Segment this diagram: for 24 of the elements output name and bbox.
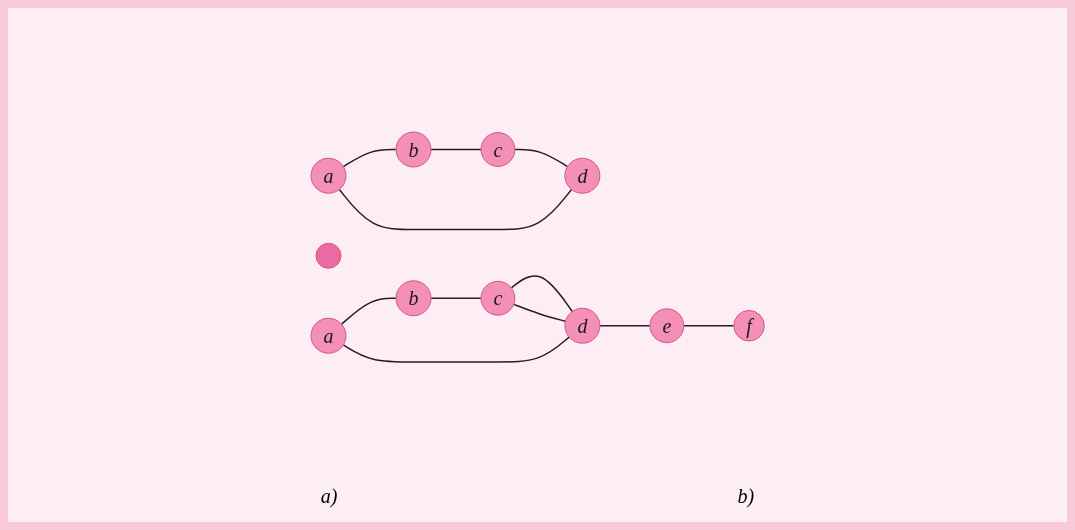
node-circle: d [564, 307, 601, 344]
node-circle: f [733, 309, 765, 342]
connector [513, 148, 569, 167]
node-circle: c [480, 131, 516, 167]
connector [682, 324, 735, 326]
node-circle: c [480, 280, 516, 316]
connector [598, 324, 651, 326]
node-circle: a [310, 317, 347, 354]
node-circle: d [564, 157, 601, 194]
node-circle [315, 242, 342, 269]
connector [338, 188, 573, 230]
node-circle: a [310, 157, 347, 194]
connector [342, 335, 570, 363]
node-circle: b [395, 279, 432, 316]
connector [342, 148, 397, 167]
connector [510, 274, 573, 312]
node-circle: b [395, 131, 432, 167]
connector [512, 303, 567, 322]
connector [430, 297, 482, 299]
panel-label: b) [737, 485, 755, 508]
panel-label: a) [320, 485, 338, 508]
connector [430, 148, 482, 150]
connector [340, 297, 397, 325]
node-circle: e [649, 307, 685, 343]
